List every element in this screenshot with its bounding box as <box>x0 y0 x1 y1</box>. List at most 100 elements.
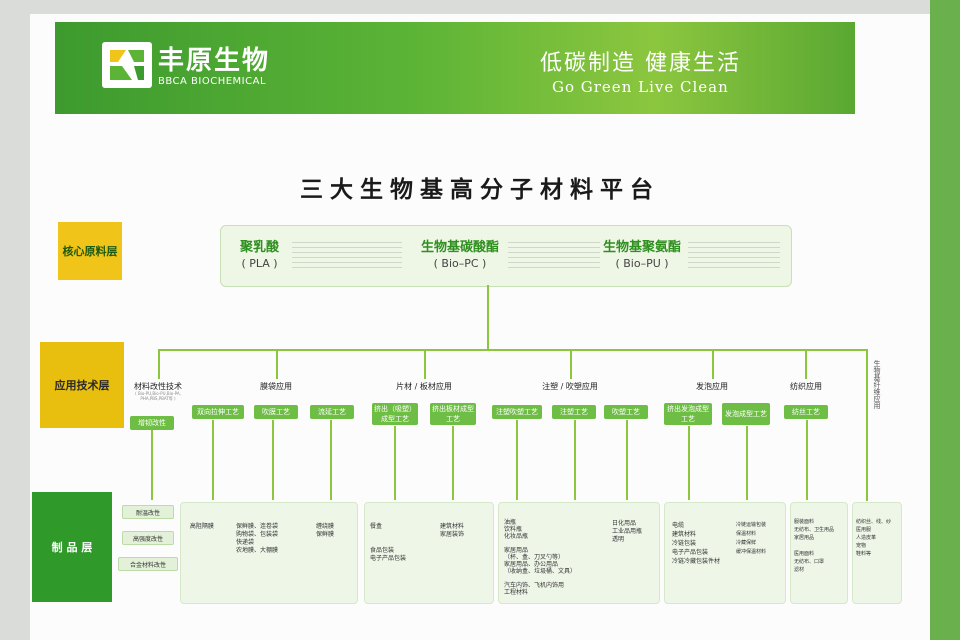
drop-inj <box>516 420 518 500</box>
product-group-foam <box>664 502 786 604</box>
pg-film-col3: 缠绕膜 保鲜膜 <box>316 515 334 539</box>
pg-textile-item: 医用面料 <box>794 551 815 557</box>
pg-film-item: 保鲜膜 <box>316 531 335 538</box>
pg-foam-item: 电子产品包装 <box>672 549 709 556</box>
pg-foam-item: 冷链运输包装 <box>736 522 767 528</box>
pg-textile-item: 无纺布、口罩 <box>794 559 825 565</box>
pg-foam-item: 冷藏保鲜 <box>736 540 757 546</box>
material-biopu: 生物基聚氨酯 ( Bio–PU ) <box>598 240 686 272</box>
tech-inj-blow: 注塑吹塑工艺 <box>492 405 542 419</box>
pg-film-col1: 高阻隔膜 <box>186 515 214 531</box>
slogan-en: Go Green Live Clean <box>552 78 729 96</box>
core-layer-label: 核心原料层 <box>58 222 122 280</box>
pg-film-col2: 保鲜膜、连卷袋 购物袋、包装袋 快递袋 农地膜、大棚膜 <box>236 515 278 555</box>
drop-film <box>212 420 214 500</box>
pg-film-item: 缠绕膜 <box>316 523 335 530</box>
pg-textile-item: 无纺布、卫生用品 <box>794 527 835 533</box>
product-group-textile <box>790 502 848 604</box>
pg-inj-item: 家居用品 <box>504 547 529 554</box>
branch-drop-4 <box>570 349 572 379</box>
app-layer-text: 应用技术层 <box>54 379 110 392</box>
pg-fiber-item: 纺织丝、线、纱 <box>856 519 892 525</box>
drop-foam2 <box>746 426 748 500</box>
pg-film-item: 购物袋、包装袋 <box>236 531 279 538</box>
app-modify-sub: ( Bio-PU,Bio-PU,Bio-PA, PHA,PBS,PBAT等 ) <box>135 391 181 401</box>
pg-foam-item: 缓冲保温材料 <box>736 549 767 555</box>
product-group-injection <box>498 502 660 604</box>
pg-textile-item: 家居用品 <box>794 535 815 541</box>
pg-inj-item: （收纳盒、垃圾桶、文具） <box>504 568 577 575</box>
slogan-cn: 低碳制造 健康生活 <box>540 51 741 76</box>
pg-foam-item: 保温材料 <box>736 531 757 537</box>
pg-sheet-item: 家居装饰 <box>440 531 465 538</box>
tech-spinning: 纺丝工艺 <box>784 405 828 419</box>
diagram-title: 三大生物基高分子材料平台 <box>300 176 660 203</box>
pg-film-item: 高阻隔膜 <box>189 523 214 530</box>
product-layer-text: 制 品 层 <box>51 541 93 554</box>
product-group-film <box>180 502 358 604</box>
side-line <box>866 349 868 501</box>
tech-blow: 吹塑工艺 <box>604 405 648 419</box>
pg-textile-item: 滤材 <box>794 567 805 573</box>
pg-sheet-item: 电子产品包装 <box>370 555 407 562</box>
pg-inj-item: 汽车内饰、飞机内饰用 <box>504 582 565 589</box>
pg-fiber-item: 医用服 <box>856 527 872 533</box>
pg-textile-col: 服装面料 无纺布、卫生用品 家居用品 医用面料 无纺布、口罩 滤材 <box>794 510 834 574</box>
drop-foam <box>688 426 690 500</box>
branch-drop-6 <box>805 349 807 379</box>
tech-foam-extrude: 挤出发泡成型工艺 <box>664 403 712 425</box>
pg-fiber-item: 人造皮革 <box>856 535 877 541</box>
pg-film-item: 快递袋 <box>236 539 255 546</box>
pg-film-item: 农地膜、大棚膜 <box>236 547 279 554</box>
modify-heat: 耐温改性 <box>122 505 174 519</box>
pg-foam-col2: 冷链运输包装 保温材料 冷藏保鲜 缓冲保温材料 <box>736 512 766 557</box>
core-layer-text: 核心原料层 <box>62 245 118 258</box>
company-name: 丰原生物 <box>158 46 271 76</box>
company-name-en: BBCA BIOCHEMICAL <box>158 76 267 87</box>
pg-film-item: 保鲜膜、连卷袋 <box>236 523 279 530</box>
pg-fiber-col: 纺织丝、线、纱 医用服 人造皮革 宠物 鞋料等 <box>856 510 891 558</box>
tech-thermoform: 挤出（吸塑）成型工艺 <box>372 403 418 425</box>
drop-film2 <box>272 420 274 500</box>
branch-drop-1 <box>158 349 160 379</box>
branch-drop-5 <box>712 349 714 379</box>
tech-toughen: 增韧改性 <box>130 416 174 430</box>
pg-foam-col1: 电缆 建筑材料 冷链包装 电子产品包装 冷链冷藏包装件材 <box>672 512 720 566</box>
drop-sheet <box>394 426 396 500</box>
material-biopc-desc <box>508 240 600 270</box>
header-banner <box>55 22 855 114</box>
product-group-fiber <box>852 502 902 604</box>
app-textile-title: 纺织应用 <box>790 382 822 391</box>
material-biopc: 生物基碳酸酯 ( Bio–PC ) <box>416 240 504 272</box>
pg-fiber-item: 鞋料等 <box>856 551 872 557</box>
trunk-line <box>487 285 489 351</box>
material-biopc-abbr: ( Bio–PC ) <box>433 257 487 270</box>
drop-modify <box>151 430 153 500</box>
pg-foam-item: 电缆 <box>672 522 685 529</box>
drop-textile <box>806 420 808 500</box>
pg-inj-item: 工业品用瓶 <box>612 528 643 535</box>
pg-inj-item: 透明 <box>612 536 625 543</box>
material-pla: 聚乳酸 ( PLA ) <box>232 240 287 272</box>
pg-sheet-item: 食品包装 <box>370 547 395 554</box>
pg-inj-col1: 油瓶 饮料瓶 化妆品瓶 家居用品 （杯、盒、刀叉勺等） 家居用品、办公用品 （收… <box>504 512 576 596</box>
app-layer-label: 应用技术层 <box>40 342 124 428</box>
app-modify-title: 材料改性技术 <box>134 382 182 391</box>
pg-inj-item: 日化用品 <box>612 520 637 527</box>
material-biopc-name: 生物基碳酸酯 <box>420 240 499 255</box>
material-biopu-abbr: ( Bio–PU ) <box>615 257 669 270</box>
app-foam-title: 发泡应用 <box>696 382 728 391</box>
pg-inj-col2: 日化用品 工业品用瓶 透明 <box>612 512 642 544</box>
app-injection-title: 注塑 / 吹塑应用 <box>542 382 598 391</box>
product-group-sheet <box>364 502 494 604</box>
tech-biaxial: 双向拉伸工艺 <box>192 405 244 419</box>
branch-drop-2 <box>276 349 278 379</box>
branch-drop-3 <box>424 349 426 379</box>
tech-extrude-sheet: 挤出板材成型工艺 <box>430 403 476 425</box>
material-pla-abbr: ( PLA ) <box>241 257 278 270</box>
drop-inj2 <box>574 420 576 500</box>
pg-inj-item: 家居用品、办公用品 <box>504 561 559 568</box>
drop-inj3 <box>626 420 628 500</box>
drop-film3 <box>330 420 332 500</box>
tech-foam-mold: 发泡成型工艺 <box>722 403 770 425</box>
